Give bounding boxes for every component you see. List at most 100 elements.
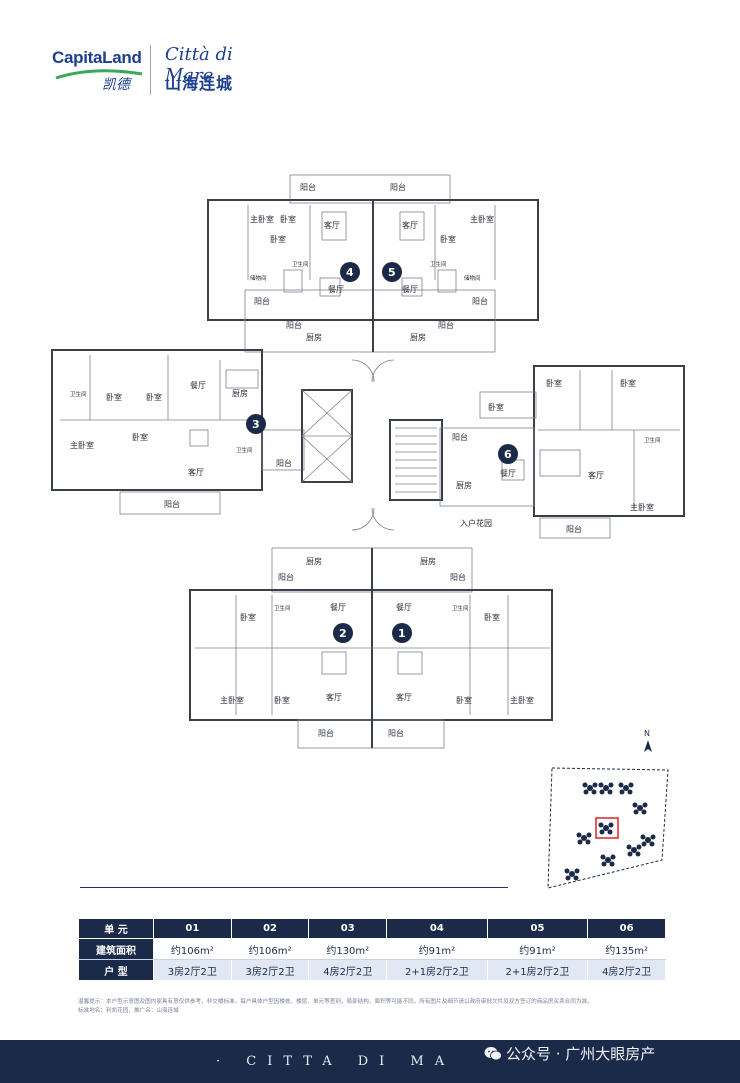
unit-col-03: 03: [308, 918, 388, 939]
room-label: 客厅: [402, 220, 418, 230]
room-label: 厨房: [232, 388, 248, 398]
room-label: 餐厅: [500, 469, 516, 478]
room-label: 阳台: [276, 458, 292, 468]
unit-number-5: 5: [388, 266, 396, 279]
building-core: [301, 359, 443, 531]
unit-col-02: 02: [230, 918, 310, 939]
room-label: 餐厅: [402, 285, 418, 294]
room-label: 卧室: [146, 392, 162, 402]
room-label: 阳台: [318, 728, 334, 738]
wechat-icon: [484, 1046, 502, 1060]
area-cell: 约130m²: [308, 938, 388, 960]
top-wing: 阳台 阳台 主卧室 卧室 客厅 客厅 卧室 主卧室 卧室 储物间 储物间 卫生间…: [207, 174, 539, 353]
layout-cell: 4房2厅2卫: [308, 959, 388, 981]
room-label: 厨房: [420, 556, 436, 566]
room-label: 主卧室: [630, 502, 654, 512]
room-label: 阳台: [388, 728, 404, 738]
unit-marker-1: [392, 623, 412, 643]
room-label: 主卧室: [220, 695, 244, 705]
table-row: 建筑面积 约106m² 约106m² 约130m² 约91m² 约91m² 约1…: [78, 938, 666, 960]
room-label: 阳台: [450, 572, 466, 582]
unit-marker-4: [340, 262, 360, 282]
unit-marker-3: [246, 414, 266, 434]
room-label: 阳台: [438, 320, 454, 330]
area-cell: 约91m²: [386, 938, 488, 960]
room-label: 客厅: [588, 470, 604, 480]
table-row: 户 型 3房2厅2卫 3房2厅2卫 4房2厅2卫 2+1房2厅2卫 2+1房2厅…: [78, 959, 666, 981]
unit-number-6: 6: [504, 448, 512, 461]
room-label: 阳台: [300, 182, 316, 192]
room-label: 卧室: [270, 234, 286, 244]
compass-label: N: [644, 729, 650, 738]
building-footprints: [564, 782, 656, 881]
row-header: 户 型: [78, 959, 154, 981]
room-label: 餐厅: [328, 285, 344, 294]
layout-cell: 4房2厅2卫: [587, 959, 666, 981]
project-script-name: Città di Mare: [165, 44, 233, 86]
unit-marker-6: [498, 444, 518, 464]
unit-col-05: 05: [486, 918, 589, 939]
disclaimer-line: 温馨提示：本户型示意图及图内家具有意仅供参考，非交楼标准。每户具体户型因楼栋、楼…: [78, 999, 593, 1005]
room-label: 卧室: [484, 612, 500, 622]
room-label: 阳台: [254, 296, 270, 306]
room-label: 卫生间: [292, 260, 309, 268]
citta-di-mare-logo: Città di Mare 山海连城: [161, 44, 281, 96]
capitaland-name: CapitaLand: [52, 48, 142, 67]
room-label: 阳台: [472, 296, 488, 306]
room-label: 卧室: [132, 432, 148, 442]
room-label: 客厅: [396, 692, 412, 702]
room-label: 卧室: [620, 378, 636, 388]
capitaland-logo: CapitaLand 凯德: [52, 44, 144, 96]
room-label: 阳台: [286, 320, 302, 330]
area-cell: 约106m²: [230, 938, 310, 960]
current-building-highlight: [595, 817, 619, 839]
logo-divider: [150, 45, 151, 95]
unit-number-1: 1: [398, 627, 406, 640]
unit-spec-table: 单 元 01 02 03 04 05 06 建筑面积 约106m² 约106m²…: [78, 918, 666, 981]
unit-number-2: 2: [339, 627, 347, 640]
layout-cell: 3房2厅2卫: [153, 959, 232, 981]
layout-cell: 3房2厅2卫: [230, 959, 310, 981]
room-label: 卫生间: [452, 604, 469, 612]
room-label: 厨房: [306, 556, 322, 566]
area-cell: 约135m²: [587, 938, 666, 960]
left-wing: 卫生间 卧室 卧室 餐厅 厨房 主卧室 卧室 客厅 卫生间 阳台 阳台 3: [51, 349, 305, 515]
unit-marker-5: [382, 262, 402, 282]
room-label: 卧室: [456, 695, 472, 705]
room-label: 卫生间: [644, 436, 661, 444]
room-label: 主卧室: [510, 695, 534, 705]
room-label: 卧室: [280, 214, 296, 224]
room-label: 主卧室: [250, 214, 274, 224]
unit-col-01: 01: [153, 918, 232, 939]
room-label: 主卧室: [470, 214, 494, 224]
room-label: 客厅: [324, 220, 340, 230]
room-label: 入户花园: [460, 518, 492, 528]
watermark: 公众号 · 广州大眼房产: [484, 1043, 655, 1064]
room-label: 卧室: [440, 234, 456, 244]
room-label: 阳台: [566, 524, 582, 534]
room-label: 厨房: [410, 332, 426, 342]
right-wing: 卧室 卧室 卧室 阳台 卫生间 客厅 餐厅 厨房 主卧室 阳台 入户花园 6: [439, 365, 685, 539]
site-map: N: [547, 729, 669, 889]
room-label: 客厅: [326, 692, 342, 702]
room-label: 阳台: [164, 499, 180, 509]
room-label: 卧室: [240, 612, 256, 622]
footer-band: · CITTA DI MA: [0, 1040, 740, 1083]
site-boundary: [547, 767, 669, 889]
project-cn-name: 山海连城: [165, 74, 234, 93]
room-label: 卫生间: [236, 446, 253, 454]
room-label: 餐厅: [396, 603, 412, 612]
unit-marker-2: [333, 623, 353, 643]
room-label: 卫生间: [274, 604, 291, 612]
capitaland-swoosh-icon: [55, 69, 143, 80]
room-label: 卫生间: [70, 390, 87, 398]
bottom-wing: 厨房 厨房 阳台 阳台 餐厅 餐厅 卧室 卧室 卫生间 卫生间 客厅 客厅 主卧…: [189, 547, 553, 749]
room-label: 储物间: [250, 274, 267, 282]
room-label: 阳台: [452, 432, 468, 442]
compass-icon: [644, 740, 652, 752]
row-header: 建筑面积: [78, 938, 154, 960]
layout-cell: 2+1房2厅2卫: [386, 959, 488, 981]
room-label: 阳台: [278, 572, 294, 582]
room-label: 卧室: [106, 392, 122, 402]
room-label: 厨房: [306, 332, 322, 342]
